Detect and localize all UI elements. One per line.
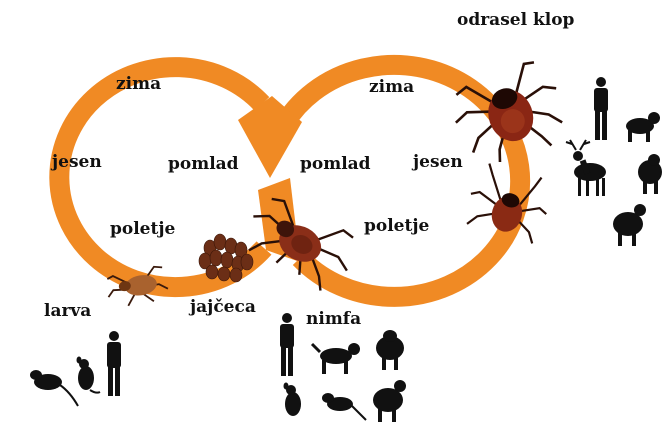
- eggs-label: jajčeca: [190, 299, 256, 316]
- larva-hosts: [30, 331, 121, 406]
- deer-icon: [566, 140, 606, 196]
- larva-label: larva: [44, 303, 91, 320]
- dog-icon: [312, 343, 360, 374]
- left-cycle-loop: [59, 67, 264, 287]
- nymph-label: nimfa: [306, 311, 361, 328]
- rat-icon: [322, 393, 366, 420]
- sheep-icon: [613, 204, 646, 246]
- sheep-icon: [376, 330, 404, 370]
- mouse-icon: [284, 383, 302, 417]
- human-icon: [107, 331, 121, 396]
- right-winter-label: zima: [369, 79, 414, 96]
- nymph-hosts: [280, 313, 406, 422]
- human-icon: [280, 313, 294, 376]
- right-autumn-label: jesen: [413, 154, 463, 171]
- adult-tick-label: odrasel klop: [457, 12, 574, 29]
- left-autumn-label: jesen: [52, 154, 102, 171]
- left-winter-label: zima: [116, 76, 161, 93]
- mouse-icon: [77, 357, 101, 393]
- right-summer-label: poletje: [364, 218, 429, 235]
- right-cycle-loop: [282, 65, 520, 297]
- left-summer-label: poletje: [110, 221, 175, 238]
- left-spring-label: pomlad: [168, 156, 239, 173]
- right-spring-label: pomlad: [300, 156, 371, 173]
- human-icon: [594, 77, 608, 140]
- adult-hosts: [566, 77, 662, 246]
- sheep-icon: [638, 154, 662, 194]
- rat-icon: [30, 370, 78, 406]
- dog-icon: [626, 112, 660, 142]
- sheep-icon: [373, 380, 406, 422]
